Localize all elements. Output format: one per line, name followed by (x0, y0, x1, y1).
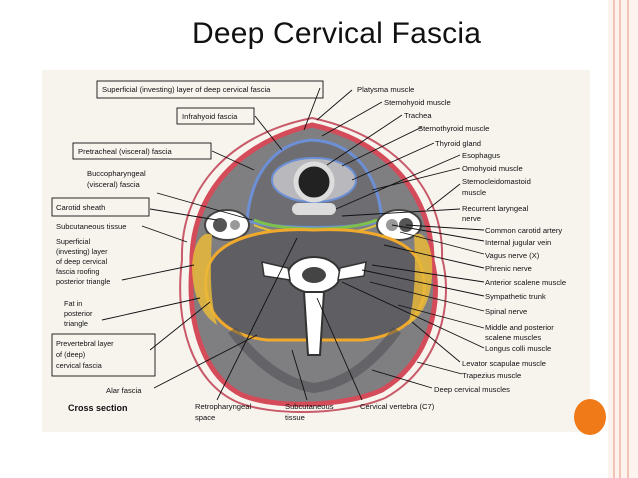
label-phrenic: Phrenic nerve (485, 264, 532, 273)
label-prevertebral-3: cervical fascia (56, 361, 103, 370)
label-sternohyoid: Sternohyoid muscle (384, 98, 451, 107)
label-cervical-vertebra: Cervical vertebra (C7) (360, 402, 435, 411)
neck-cross-section-figure: Superficial (investing) layer of deep ce… (42, 70, 590, 432)
posterior-triangle-fat-right (408, 233, 433, 325)
right-leader-lines (316, 89, 485, 389)
label-fat-3: triangle (64, 319, 88, 328)
slide-border-decoration (608, 0, 638, 478)
posterior-triangle-fat-left (192, 233, 217, 325)
label-retropharyngeal-1: Retropharyngeal (195, 402, 251, 411)
slide-title: Deep Cervical Fascia (192, 17, 482, 50)
esophagus-shape (292, 203, 336, 215)
label-trapezius: Trapezius muscle (462, 371, 521, 380)
label-mid-post-scalene-2: scalene muscles (485, 333, 541, 342)
carotid-sheath-right (376, 209, 422, 241)
label-infrahyoid-fascia: Infrahyoid fascia (182, 112, 238, 121)
label-recurrent-2: nerve (462, 214, 481, 223)
label-fat-2: posterior (64, 309, 93, 318)
label-superficial-layer: Superficial (investing) layer of deep ce… (102, 85, 271, 94)
label-retropharyngeal-2: space (195, 413, 215, 422)
label-superficial-roof-2: (investing) layer (56, 247, 108, 256)
label-superficial-roof-5: posterior triangle (56, 277, 110, 286)
label-sympathetic-trunk: Sympathetic trunk (485, 292, 546, 301)
label-prevertebral-2: of (deep) (56, 350, 85, 359)
label-common-carotid: Common carotid artery (485, 226, 562, 235)
label-omohyoid: Omohyoid muscle (462, 164, 523, 173)
carotid-sheath-left (204, 209, 250, 241)
label-vagus: Vagus nerve (X) (485, 251, 540, 260)
label-buccopharyngeal-1: Buccopharyngeal (87, 169, 146, 178)
deep-cervical-muscles (228, 326, 402, 394)
label-esophagus: Esophagus (462, 151, 500, 160)
label-boxes (51, 80, 324, 377)
label-buccopharyngeal-2: (visceral) fascia (87, 180, 141, 189)
label-scm-2: muscle (462, 188, 486, 197)
bottom-leader-lines (216, 237, 363, 401)
label-superficial-roof-3: of deep cervical (56, 257, 107, 266)
label-deep-cervical-muscles: Deep cervical muscles (434, 385, 510, 394)
left-leader-lines (101, 87, 321, 389)
label-scm-1: Sternocleidomastoid (462, 177, 531, 186)
figure-caption: Cross section (68, 403, 128, 413)
label-prevertebral-1: Prevertebral layer (56, 339, 114, 348)
label-longus-colli: Longus colli muscle (485, 344, 551, 353)
label-fat-1: Fat in (64, 299, 82, 308)
label-recurrent-1: Recurrent laryngeal (462, 204, 529, 213)
slide-accent-dot (574, 399, 606, 435)
label-ijv: Internal jugular vein (485, 238, 551, 247)
label-trachea: Trachea (404, 111, 432, 120)
label-subcutaneous-bottom-1: Subcutaneous (285, 402, 334, 411)
label-anterior-scalene: Anterior scalene muscle (485, 278, 566, 287)
label-subcutaneous-bottom-2: tissue (285, 413, 305, 422)
label-carotid-sheath: Carotid sheath (56, 203, 105, 212)
label-pretracheal-fascia: Pretracheal (visceral) fascia (78, 147, 172, 156)
label-alar-fascia: Alar fascia (106, 386, 142, 395)
label-spinal-nerve: Spinal nerve (485, 307, 527, 316)
label-levator-scapulae: Levator scapulae muscle (462, 359, 546, 368)
cervical-vertebra-shape (261, 256, 367, 356)
label-thyroid-gland: Thyroid gland (435, 139, 481, 148)
label-sternothyroid: Sternothyroid muscle (418, 124, 489, 133)
label-superficial-roof-1: Superficial (56, 237, 90, 246)
trachea-shape (293, 161, 335, 203)
label-superficial-roof-4: fascia roofing (56, 267, 99, 276)
label-subcutaneous-tissue: Subcutaneous tissue (56, 222, 127, 231)
label-mid-post-scalene-1: Middle and posterior (485, 323, 554, 332)
skin-outline (179, 116, 447, 414)
label-platysma: Platysma muscle (357, 85, 414, 94)
